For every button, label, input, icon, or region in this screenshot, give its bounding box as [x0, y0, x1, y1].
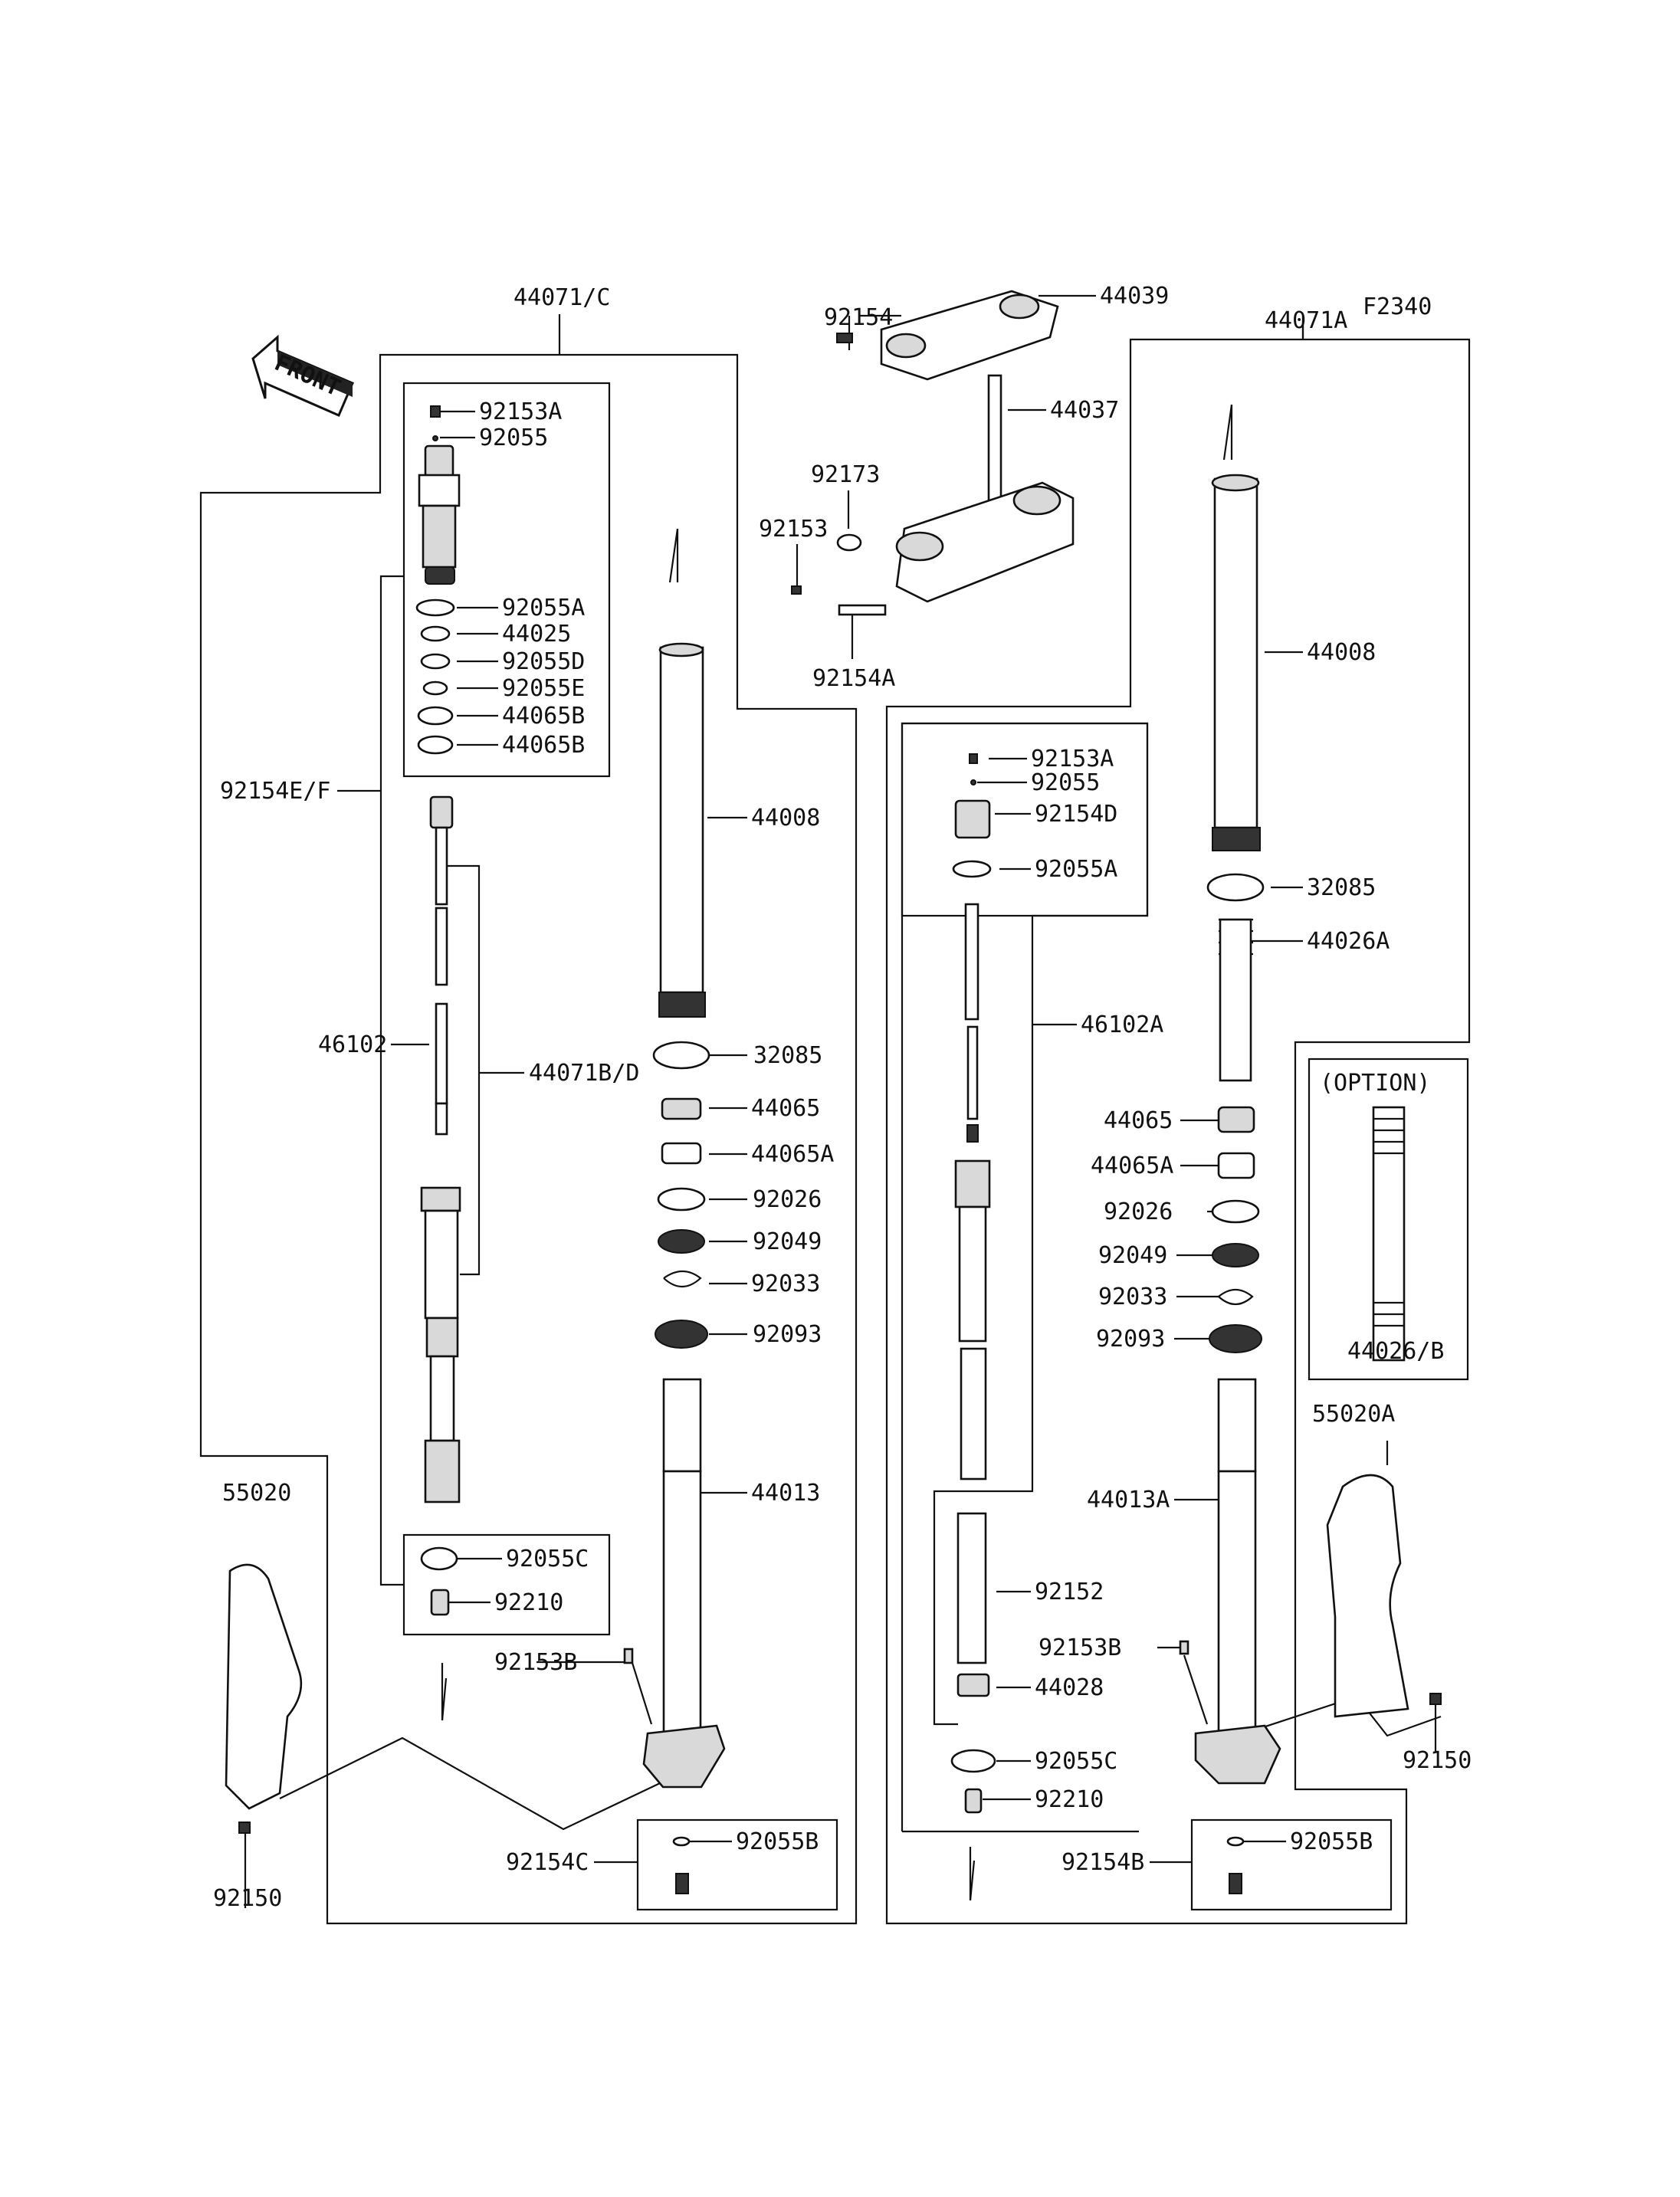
label-44026a: 44026A	[1307, 928, 1390, 955]
label-92055a-mid: 92055A	[1035, 856, 1117, 883]
label-92154ef: 92154E/F	[220, 778, 331, 805]
label-44025: 44025	[502, 621, 571, 648]
label-92153a-mid: 92153A	[1031, 746, 1114, 772]
option-box	[1308, 1058, 1469, 1381]
label-92154a: 92154A	[812, 665, 895, 692]
label-44065-left: 44065	[751, 1095, 820, 1122]
label-92055b-right: 92055B	[1290, 1828, 1373, 1855]
label-92150-left: 92150	[213, 1885, 282, 1912]
label-55020: 55020	[222, 1480, 291, 1507]
label-92154c: 92154C	[506, 1849, 589, 1876]
left-fork-guard	[225, 1563, 303, 1834]
label-92026-left: 92026	[753, 1186, 822, 1213]
label-44071a: 44071A	[1265, 307, 1347, 334]
label-44065b-2: 44065B	[502, 732, 585, 759]
label-92033-right: 92033	[1098, 1284, 1167, 1310]
label-44013: 44013	[751, 1480, 820, 1507]
right-fork-guard	[1326, 1474, 1442, 1718]
cap-parts-box-mid	[901, 722, 1149, 917]
option-spring	[1372, 1106, 1406, 1362]
label-44026b: 44026/B	[1347, 1338, 1444, 1365]
mid-cartridge	[950, 753, 996, 1814]
label-44037: 44037	[1050, 397, 1119, 424]
label-92055-left: 92055	[479, 425, 548, 451]
label-32085-left: 32085	[753, 1042, 822, 1069]
label-92153-top: 92153	[759, 516, 828, 543]
label-92026-right: 92026	[1104, 1199, 1173, 1225]
label-44028: 44028	[1035, 1674, 1104, 1701]
label-92173: 92173	[811, 461, 880, 488]
label-92055c-mid: 92055C	[1035, 1748, 1117, 1775]
label-46102a: 46102A	[1081, 1012, 1163, 1038]
label-92055b-left: 92055B	[736, 1828, 819, 1855]
label-44065b-1: 44065B	[502, 703, 585, 730]
drain-box-left	[636, 1818, 838, 1911]
label-44008-left: 44008	[751, 805, 820, 831]
drain-box-right	[1190, 1818, 1393, 1911]
frame-lines	[199, 314, 1471, 1925]
right-fork-tube	[1179, 474, 1281, 1894]
label-92152: 92152	[1035, 1579, 1104, 1605]
bottom-seal-box-left	[402, 1533, 611, 1636]
label-92055c-left: 92055C	[506, 1546, 589, 1572]
part-labels: 44071/C 92153A 92055 92055A 44025 92055D…	[213, 283, 1472, 1912]
label-32085-right: 32085	[1307, 874, 1376, 901]
front-arrow-icon: FRONT	[251, 334, 354, 417]
label-44065-right: 44065	[1104, 1107, 1173, 1134]
label-44071bd: 44071B/D	[529, 1060, 640, 1087]
label-92055-mid: 92055	[1031, 769, 1100, 796]
label-92055e: 92055E	[502, 675, 585, 702]
label-92153a-left: 92153A	[479, 398, 562, 425]
leader-lines	[244, 294, 1442, 1908]
label-92049-left: 92049	[753, 1228, 822, 1255]
left-cap-parts	[415, 405, 461, 755]
label-44008-right: 44008	[1307, 639, 1376, 666]
option-label: (OPTION)	[1320, 1070, 1431, 1097]
label-44071c: 44071/C	[514, 284, 610, 311]
label-92154-top: 92154	[824, 304, 893, 331]
left-fork-tube	[623, 642, 726, 1894]
label-44039: 44039	[1100, 283, 1169, 310]
label-92154b: 92154B	[1061, 1849, 1144, 1876]
label-46102: 46102	[318, 1031, 387, 1058]
label-92153b-left: 92153B	[494, 1649, 577, 1676]
label-55020a: 55020A	[1312, 1401, 1395, 1428]
label-44065a-right: 44065A	[1091, 1153, 1173, 1179]
figure-code: F2340	[1363, 293, 1432, 320]
label-92210-mid: 92210	[1035, 1786, 1104, 1813]
cap-parts-box-left	[402, 382, 611, 778]
label-92033-left: 92033	[751, 1271, 820, 1297]
label-92055d: 92055D	[502, 648, 585, 675]
label-92150-right: 92150	[1403, 1747, 1472, 1774]
label-92055a-left: 92055A	[502, 595, 585, 621]
label-92153b-right: 92153B	[1039, 1635, 1121, 1661]
label-92210-left: 92210	[494, 1589, 563, 1616]
label-44013a: 44013A	[1087, 1487, 1170, 1513]
top-clamp-parts	[791, 290, 1075, 616]
label-92049-right: 92049	[1098, 1242, 1167, 1269]
label-92093-left: 92093	[753, 1321, 822, 1348]
left-cartridge	[420, 795, 461, 1616]
label-92154d: 92154D	[1035, 801, 1117, 828]
label-44065a-left: 44065A	[751, 1141, 834, 1168]
label-92093-right: 92093	[1096, 1326, 1165, 1353]
